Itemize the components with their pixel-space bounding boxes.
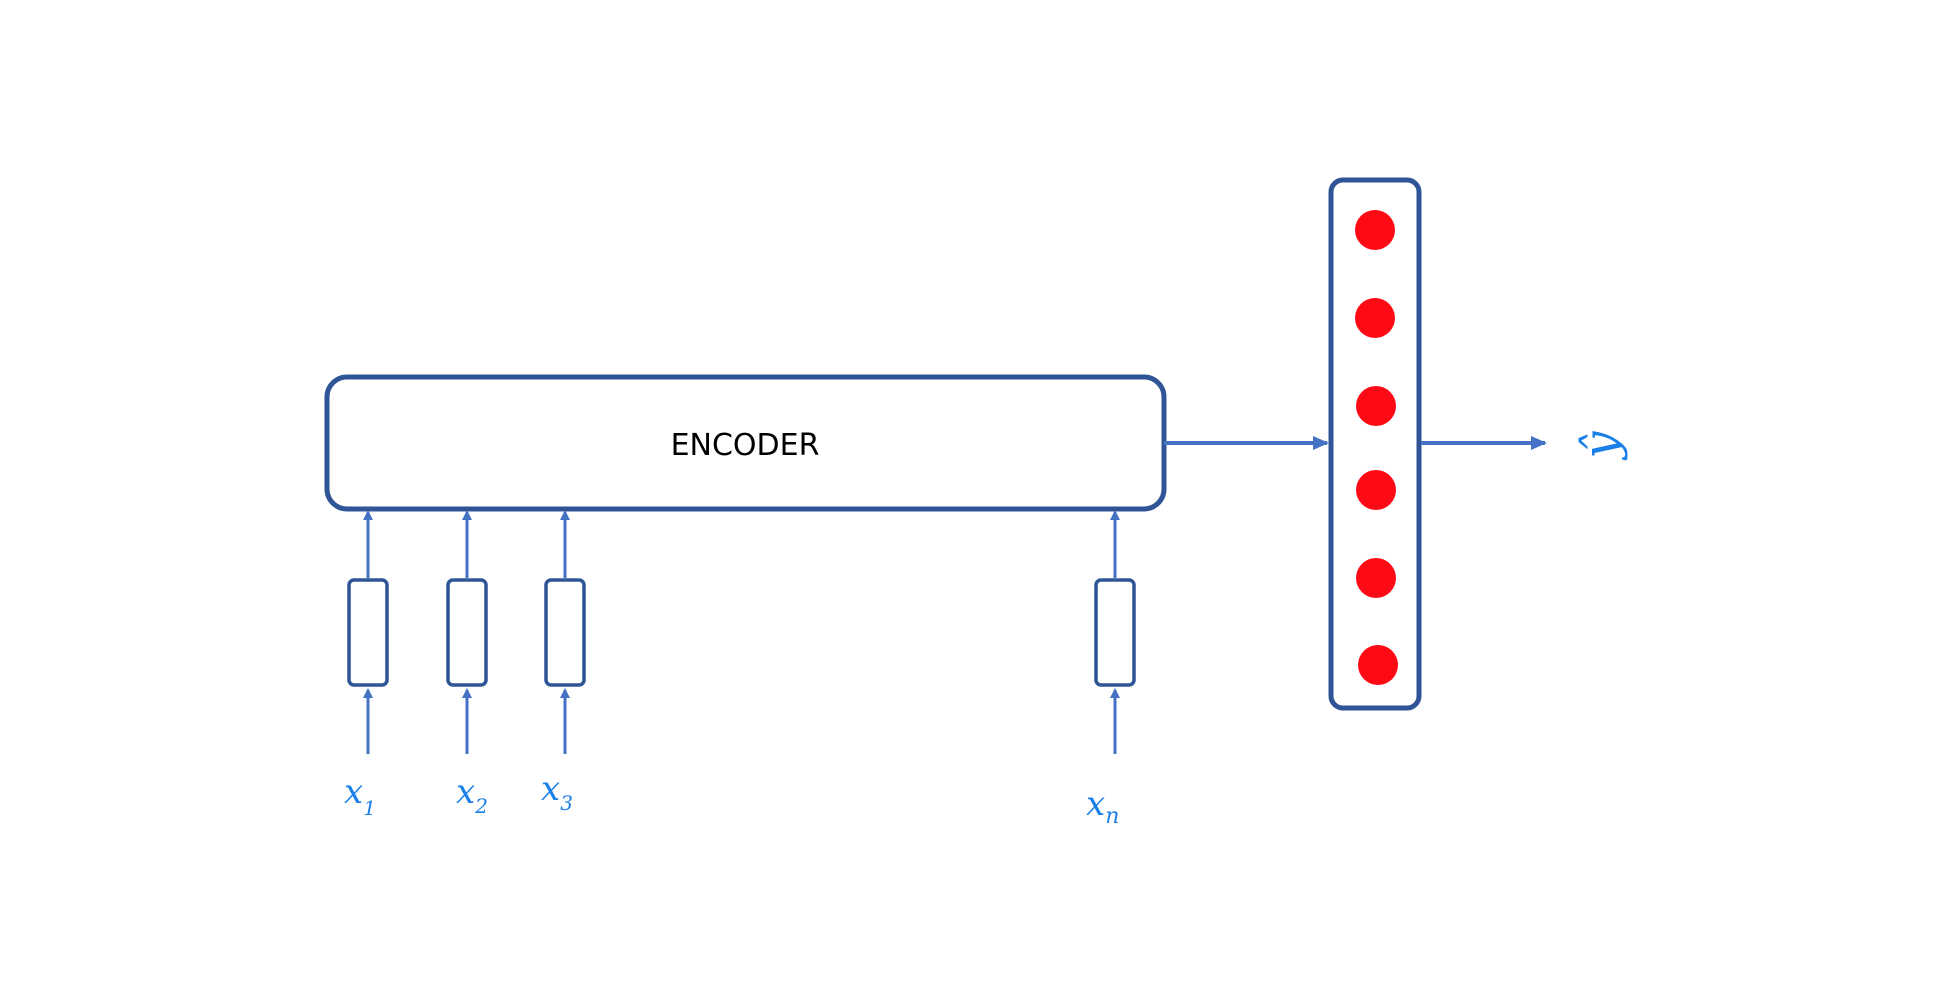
input-label-x1: x1 xyxy=(344,772,376,820)
token-vector-box xyxy=(446,578,488,687)
input-label-xn: xn xyxy=(1086,784,1119,829)
token-vector-box xyxy=(347,578,389,687)
input-token-3: x3 xyxy=(541,510,586,815)
output-layer xyxy=(1328,177,1422,711)
neuron xyxy=(1356,470,1396,510)
input-token-n: xn xyxy=(1086,510,1136,829)
output-layer-box xyxy=(1328,177,1422,711)
input-label-x2: x2 xyxy=(456,772,488,818)
input-token-2: x2 xyxy=(446,510,488,818)
neuron xyxy=(1356,558,1396,598)
neuron xyxy=(1355,298,1395,338)
input-label-x3: x3 xyxy=(541,769,573,815)
encoder-block: ENCODER xyxy=(324,374,1167,512)
neuron xyxy=(1356,386,1396,426)
neuron xyxy=(1358,645,1398,685)
output-label-y-hat: ŷ xyxy=(1573,431,1629,461)
token-vector-box xyxy=(1094,578,1136,687)
neuron xyxy=(1355,210,1395,250)
input-token-1: x1 xyxy=(344,510,389,820)
encoder-label: ENCODER xyxy=(671,428,820,463)
token-vector-box xyxy=(544,578,586,687)
